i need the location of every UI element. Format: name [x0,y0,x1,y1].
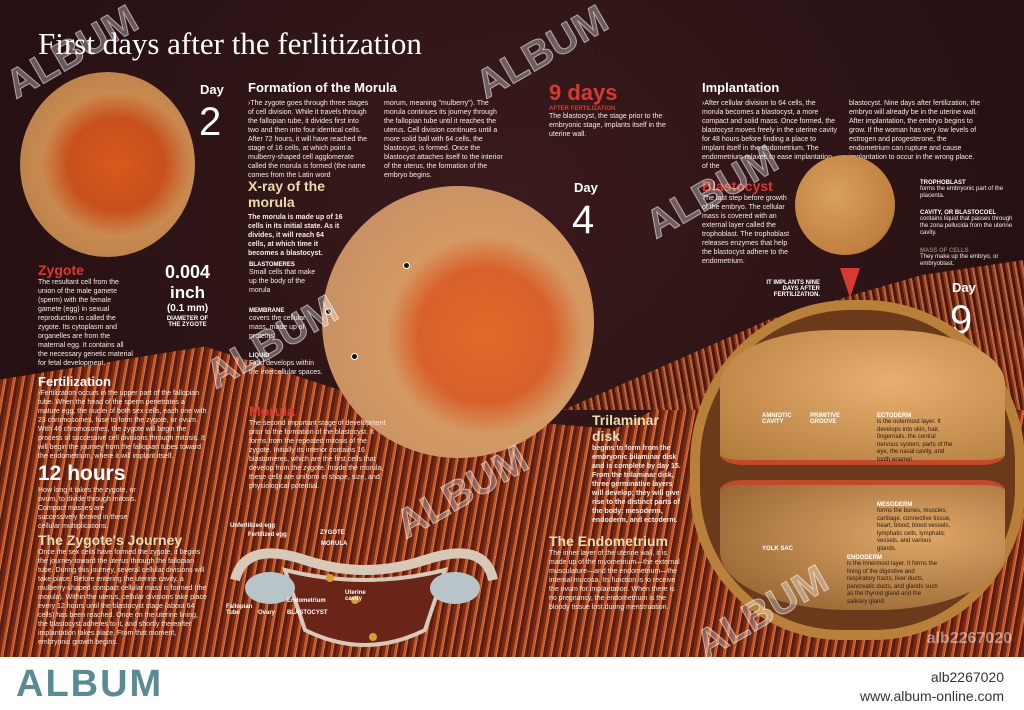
implants-label: IT IMPLANTS NINE DAYS AFTER FERTILIZATIO… [766,280,820,298]
footer: ALBUM alb2267020 www.album-online.com [0,657,1024,710]
page-title: First days after the ferlitization [38,26,422,61]
zygote-heading: Zygote [38,262,84,278]
uterus-label-blastocyst: BLASTOCYST [287,610,328,616]
xray-text: The morula is made up of 16 cells in its… [248,214,343,257]
trilaminar-text: begins to form from the embryonic bilami… [592,445,681,524]
zygote-text: The resultant cell from the union of the… [38,279,133,367]
morula-text: The second important stage of developmen… [249,420,386,490]
day-4-label: Day [574,180,598,195]
endometrium-heading: The Endometrium [549,533,669,549]
uterus-label-zygote: ZYGOTE [320,530,345,536]
uterus-label-cavity: Uterine cavity [345,590,366,602]
blastocyst-heading: Blastocyst [702,178,773,194]
pointer-dot [403,262,410,269]
implantation-text-1: ›After cellular division to 64 cells, th… [702,100,838,170]
watermark-id: alb2267020 [926,630,1012,647]
fertilization-text: ›Fertilization occurs in the upper part … [38,390,207,460]
zygote-size-mm: (0.1 mm) [166,303,209,314]
label-yolk-sac: YOLK SAC [762,546,794,552]
blastocyst-illustration [795,155,895,255]
hours-text: How long it takes the zygote, or ovum, t… [38,487,137,530]
morula-formation-text-1: ›The zygote goes through three stages of… [248,100,369,179]
xray-heading: X-ray of the morula [248,178,326,210]
uterus-diagram [230,548,498,647]
uterus-label-fallopian: Fallopian Tube [226,604,253,616]
day-4-number: 4 [572,198,595,242]
fertilization-heading: Fertilization [38,374,111,389]
implantation-text-2: blastocyst. Nine days after fertilizatio… [849,100,981,161]
morula-formation-heading: Formation of the Morula [248,80,397,95]
down-arrow-icon [840,268,860,298]
blastocyst-text: The last step before growth of the embry… [702,195,790,265]
morula-illustration [322,186,594,458]
zygote-size-caption: DIAMETER OF THE ZYGOTE [166,316,209,328]
day-2-label: Day [200,82,224,97]
nine-days-text: The blastocyst, the stage prior to the e… [549,113,666,138]
nine-days-heading: 9 days [549,80,618,105]
album-logo: ALBUM [16,663,164,705]
zygote-illustration [20,72,195,257]
zygote-size-unit: inch [170,283,205,302]
morula-formation-text-2: morum, meaning "mulberry"). The morula c… [384,100,503,179]
trilaminar-heading: Trilaminar disk [592,412,659,444]
implantation-heading: Implantation [702,80,780,95]
label-primitive-groove: PRIMITIVE GROOVE [810,413,841,425]
uterus-label-ovary: Ovary [258,610,276,616]
infographic: First days after the ferlitization Day 2… [0,0,1024,657]
day-9-label: Day [952,280,976,295]
zygote-size-value: 0.004 [164,262,211,282]
uterus-label-unfertilized: Unfertilized egg [230,523,276,529]
label-amniotic-cavity: AMNIOTIC CAVITY [762,413,792,425]
nine-days-sub: AFTER FERTILIZATION [549,106,616,112]
journey-text: Once the sex cells have formed the zygot… [38,549,207,646]
image-id: alb2267020 [930,669,1004,685]
uterus-label-endometrium: Endometrium [287,598,326,604]
pointer-dot [351,353,358,360]
site-url[interactable]: www.album-online.com [860,688,1004,704]
embryo-cross-section [690,300,1024,640]
pointer-dot [325,308,332,315]
hours-heading: 12 hours [38,462,126,485]
day-2-number: 2 [199,100,222,144]
journey-heading: The Zygote's Journey [38,532,183,548]
uterus-label-morula: MORULA [321,541,348,547]
uterus-label-fertilized: Fertilized egg [248,532,287,538]
morula-heading: Morula [249,403,295,419]
endometrium-text: The inner layer of the uterine wall, it … [549,550,680,611]
